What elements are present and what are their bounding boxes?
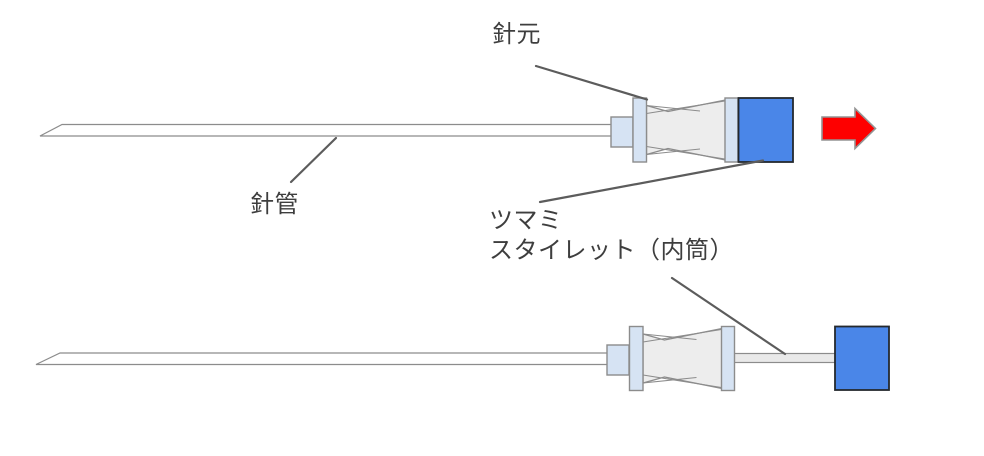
hub-flange-left [628,325,644,392]
hub-body [645,98,729,162]
figure-stylet-inserted [39,97,877,163]
hub-flange-right [720,325,736,392]
hub-body-lines [646,99,729,161]
hub-body [642,327,726,390]
leader-lines [289,64,787,356]
leader-knob [538,159,765,204]
hub-connector [606,344,630,376]
leader-needle-hub [534,64,649,101]
stylet-knob [737,97,794,163]
leader-needle-tube [289,136,338,184]
hub-flange-left [632,97,648,163]
hub-flange-right [724,97,739,163]
label-knob: ツマミ [489,207,563,234]
label-stylet: スタイレット（内筒） [489,237,734,264]
label-needle-tube: 針管 [250,191,299,218]
pull-right-arrow-icon [821,106,877,151]
figure-stylet-withdrawn [35,325,890,392]
cannula-shape [39,123,619,137]
hub-connector [610,116,634,148]
label-needle-hub: 針元 [492,21,541,48]
leader-stylet [670,276,787,356]
stylet-knob [834,325,890,391]
cannula-shape [35,352,615,366]
hub-body-lines [642,328,725,389]
